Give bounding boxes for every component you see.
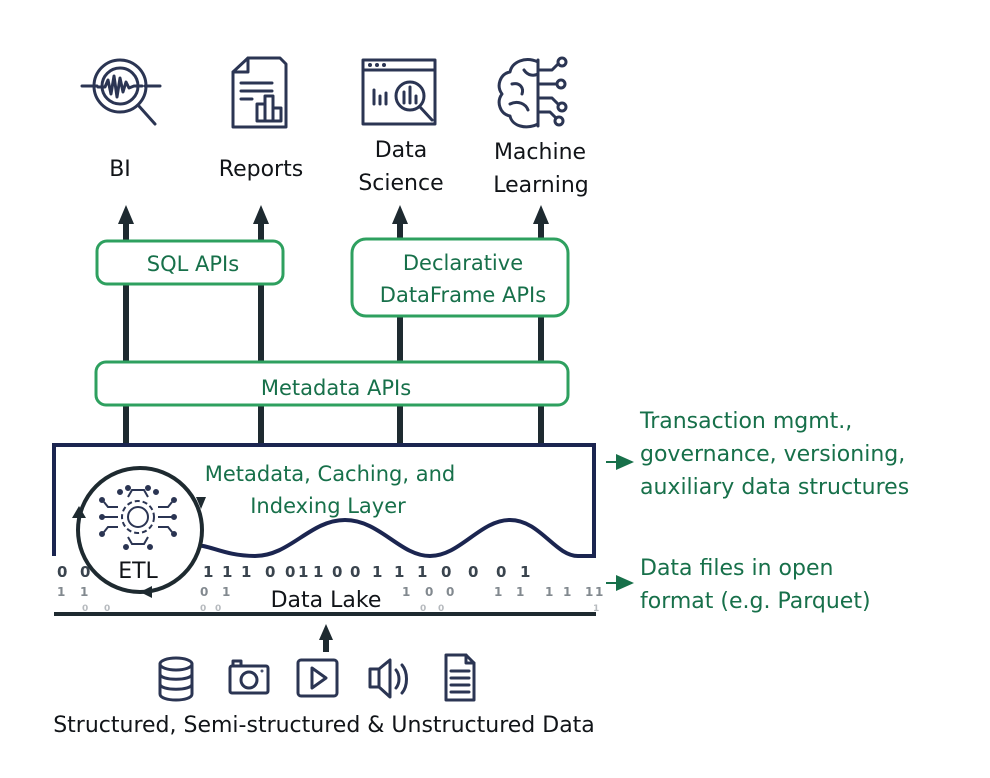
camera-icon: [228, 659, 270, 695]
binary-digit: 0: [420, 604, 426, 614]
consumer-label-ml-line1: Machine: [494, 140, 586, 165]
binary-digit: 0: [200, 604, 206, 614]
binary-digit: 0: [441, 563, 451, 581]
report-chart-icon: [231, 56, 288, 129]
binary-digit: 0: [265, 563, 275, 581]
etl-cycle-arrow-left: [72, 506, 86, 518]
metadata-apis-label: Metadata APIs: [261, 376, 411, 400]
layer-note-line1: Transaction mgmt.,: [639, 409, 852, 434]
binary-digit: 1: [222, 585, 230, 599]
document-icon: [444, 653, 476, 702]
binary-digit: 1: [563, 585, 571, 599]
binary-digit: 1: [595, 585, 603, 599]
consumer-label-bi: BI: [109, 157, 131, 182]
etl-cycle-arrow-bottom: [140, 586, 152, 598]
binary-digit: 1: [402, 585, 410, 599]
dataframe-apis-label-line1: Declarative: [403, 251, 523, 275]
lake-note-line2: format (e.g. Parquet): [640, 589, 871, 614]
layer-note-line2: governance, versioning,: [640, 442, 905, 467]
lake-note-line1: Data files in open: [640, 556, 833, 581]
binary-digit: 1: [372, 563, 382, 581]
binary-digit: 1: [520, 563, 530, 581]
binary-digit: 1: [585, 585, 593, 599]
binary-digit: 1: [80, 585, 88, 599]
dataframe-apis-box: Declarative DataFrame APIs: [350, 237, 570, 318]
binary-digit: 0: [200, 585, 208, 599]
consumer-label-data-science-line2: Science: [358, 171, 443, 196]
layer-note-line3: auxiliary data structures: [640, 475, 909, 500]
binary-digit: 0: [496, 563, 506, 581]
binary-digit: 1: [394, 563, 404, 581]
binary-digit: 0: [57, 563, 67, 581]
arrow-head-ml: [533, 205, 549, 224]
lake-annotation: Data files in open format (e.g. Parquet): [606, 556, 871, 614]
arrow-head-bi: [118, 205, 134, 224]
binary-digit: 0: [446, 585, 454, 599]
binary-digit: 1: [57, 585, 65, 599]
brain-circuit-icon: [497, 56, 568, 129]
speaker-icon: [368, 658, 408, 699]
database-icon: [158, 656, 194, 702]
dataframe-apis-label-line2: DataFrame APIs: [380, 283, 546, 307]
binary-digit: 1: [313, 563, 323, 581]
etl-cycle: ETL: [72, 466, 206, 598]
magnifier-waveform-icon: [80, 58, 162, 126]
data-lake-label: Data Lake: [271, 588, 382, 613]
etl-cycle-arrow-right: [196, 497, 206, 509]
binary-digit: 1: [222, 563, 232, 581]
binary-digit: 0: [425, 585, 433, 599]
binary-digit: 0: [82, 604, 88, 614]
arrow-head-reports: [253, 205, 269, 224]
consumer-label-data-science-line1: Data: [375, 138, 428, 163]
binary-digit: 1: [494, 585, 502, 599]
binary-digit: 1: [593, 604, 599, 614]
etl-label: ETL: [118, 559, 158, 584]
binary-digit: 1: [417, 563, 427, 581]
arrow-head-data-science: [392, 205, 408, 224]
binary-digit: 0: [285, 563, 295, 581]
layer-annotation: Transaction mgmt., governance, versionin…: [606, 409, 909, 500]
binary-digit: 0: [215, 604, 221, 614]
source-arrow-head: [319, 624, 333, 640]
metadata-apis-box: Metadata APIs: [94, 360, 570, 407]
browser-analytics-icon: [361, 58, 437, 126]
binary-digit: 1: [516, 585, 524, 599]
circuit-gear-icon: [99, 485, 177, 550]
consumer-label-reports: Reports: [219, 157, 303, 182]
binary-digit: 0: [104, 604, 110, 614]
binary-digit: 1: [545, 585, 553, 599]
binary-digit: 1: [241, 563, 251, 581]
sql-apis-label: SQL APIs: [147, 252, 239, 276]
binary-digit: 0: [350, 563, 360, 581]
binary-digit: 1: [298, 563, 308, 581]
binary-digit: 0: [468, 563, 478, 581]
binary-digit: 0: [80, 563, 90, 581]
sql-apis-box: SQL APIs: [95, 239, 285, 286]
layer-title-line1: Metadata, Caching, and: [205, 462, 456, 486]
binary-digit: 0: [332, 563, 342, 581]
layer-title-line2: Indexing Layer: [250, 494, 406, 518]
metadata-caching-layer: Metadata, Caching, and Indexing Layer: [52, 443, 596, 559]
binary-digit: 0: [438, 604, 444, 614]
video-play-icon: [296, 658, 339, 698]
binary-digit: 1: [203, 563, 213, 581]
sources-label: Structured, Semi-structured & Unstructur…: [53, 713, 595, 738]
consumer-label-ml-line2: Learning: [493, 173, 589, 198]
